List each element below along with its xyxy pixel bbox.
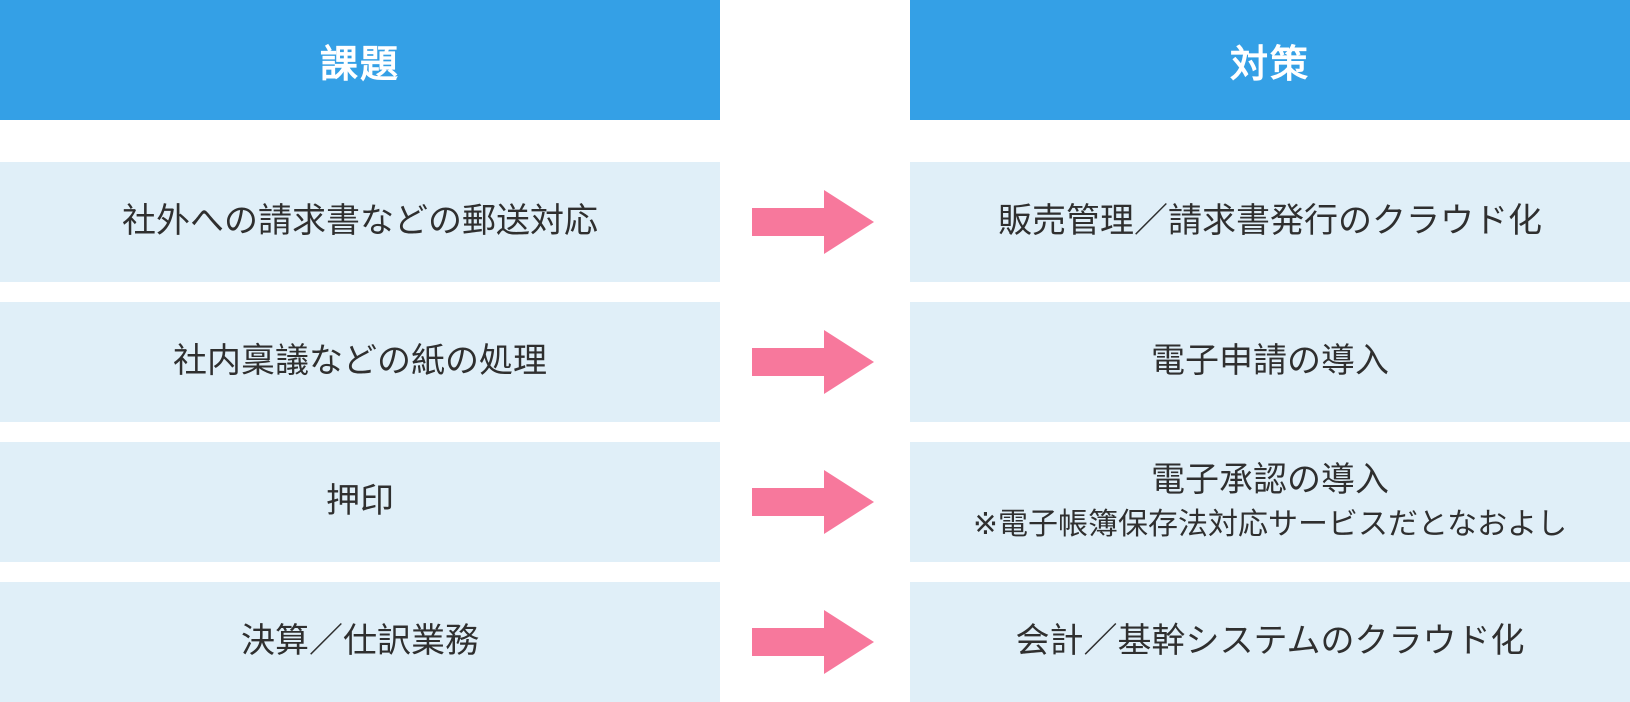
issue-header-label: 課題 xyxy=(319,41,400,86)
issue-text: 押印 xyxy=(326,481,394,522)
right-arrow-icon xyxy=(752,610,874,674)
solution-text: 販売管理／請求書発行のクラウド化 xyxy=(998,201,1542,242)
solution-header: 対策 xyxy=(910,0,1630,120)
issue-header: 課題 xyxy=(0,0,720,120)
solution-text: 会計／基幹システムのクラウド化 xyxy=(1015,621,1525,662)
issue-text: 決算／仕訳業務 xyxy=(241,621,479,662)
issue-cell: 社内稟議などの紙の処理 xyxy=(0,302,720,422)
issue-cell: 社外への請求書などの郵送対応 xyxy=(0,162,720,282)
solution-cell: 会計／基幹システムのクラウド化 xyxy=(910,582,1630,702)
solution-text: 電子承認の導入 xyxy=(1151,460,1389,501)
solution-cell: 販売管理／請求書発行のクラウド化 xyxy=(910,162,1630,282)
issue-cell: 決算／仕訳業務 xyxy=(0,582,720,702)
right-arrow-icon xyxy=(752,470,874,534)
right-arrow-icon xyxy=(752,190,874,254)
issue-text: 社外への請求書などの郵送対応 xyxy=(122,201,598,242)
issue-text: 社内稟議などの紙の処理 xyxy=(173,341,547,382)
solution-header-label: 対策 xyxy=(1229,41,1310,86)
solution-note: ※電子帳簿保存法対応サービスだとなおよし xyxy=(972,506,1568,542)
solution-text: 電子申請の導入 xyxy=(1151,341,1389,382)
solution-cell: 電子承認の導入 ※電子帳簿保存法対応サービスだとなおよし xyxy=(910,442,1630,562)
issue-cell: 押印 xyxy=(0,442,720,562)
right-arrow-icon xyxy=(752,330,874,394)
solution-cell: 電子申請の導入 xyxy=(910,302,1630,422)
